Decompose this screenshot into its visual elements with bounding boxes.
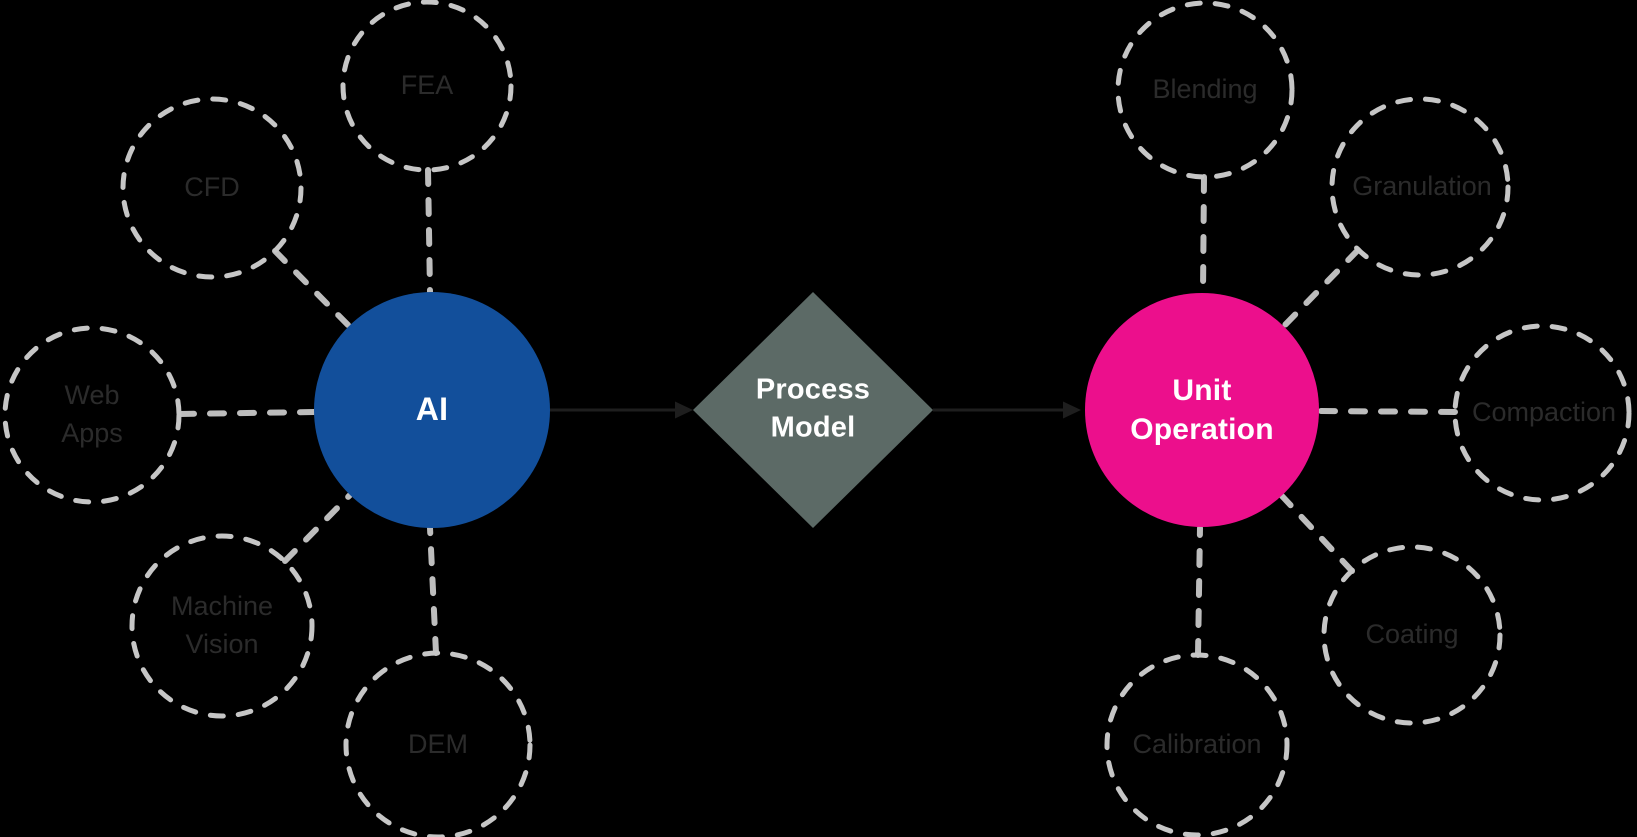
satellite-fea-circle (340, 0, 514, 173)
satellite-granulation-circle (1329, 96, 1511, 278)
process-model-label: Process Model (755, 373, 871, 443)
satellite-coating-label: Coating (1365, 619, 1459, 650)
connector-unit-compaction (1316, 408, 1458, 415)
satellite-coating-circle (1321, 544, 1503, 726)
connector-ai-dem (427, 525, 439, 656)
connector-ai-machine-vision (282, 492, 353, 564)
connector-unit-coating (1279, 493, 1355, 574)
connector-unit-calibration (1195, 525, 1203, 658)
satellite-compaction-circle (1452, 323, 1632, 503)
unit-operation-hub-circle: Unit Operation (1085, 293, 1319, 527)
satellite-blending-circle (1115, 0, 1295, 180)
satellite-web-apps-label: Web Apps (61, 380, 123, 448)
arrow-process-to-unit (933, 401, 1081, 419)
connector-ai-cfd (272, 248, 352, 329)
satellite-circles-unit (1104, 0, 1632, 837)
connector-ai-web-apps (177, 409, 317, 417)
satellite-cfd-circle (120, 96, 304, 280)
satellite-granulation-label: Granulation (1352, 171, 1492, 202)
satellite-web-apps-circle (2, 325, 182, 505)
satellite-machine-vision-circle (129, 533, 315, 719)
satellite-blending-label: Blending (1152, 74, 1258, 105)
ai-hub-circle: AI (314, 292, 550, 528)
satellite-dem-label: DEM (408, 729, 468, 760)
satellite-fea-label: FEA (400, 70, 454, 101)
connector-group-ai (177, 167, 439, 656)
satellite-calibration-label: Calibration (1132, 729, 1262, 760)
satellite-circles-ai (2, 0, 533, 837)
connector-ai-fea (425, 167, 433, 295)
connector-unit-granulation (1281, 247, 1361, 329)
arrow-process-to-unit-head (1063, 401, 1081, 419)
arrow-ai-to-process (550, 401, 693, 419)
process-model-diamond (693, 292, 933, 528)
satellite-cfd-label: CFD (184, 172, 240, 203)
satellite-dem-circle (343, 650, 533, 837)
satellite-compaction-label: Compaction (1471, 397, 1617, 428)
satellite-machine-vision-label: Machine Vision (170, 591, 274, 659)
connector-group-unit-operation (1195, 174, 1458, 658)
connector-unit-blending (1200, 174, 1207, 296)
arrow-ai-to-process-head (675, 401, 693, 419)
satellite-calibration-circle (1104, 652, 1290, 837)
ai-hub-label: AI (415, 391, 449, 428)
unit-operation-hub-label: Unit Operation (1130, 374, 1274, 446)
